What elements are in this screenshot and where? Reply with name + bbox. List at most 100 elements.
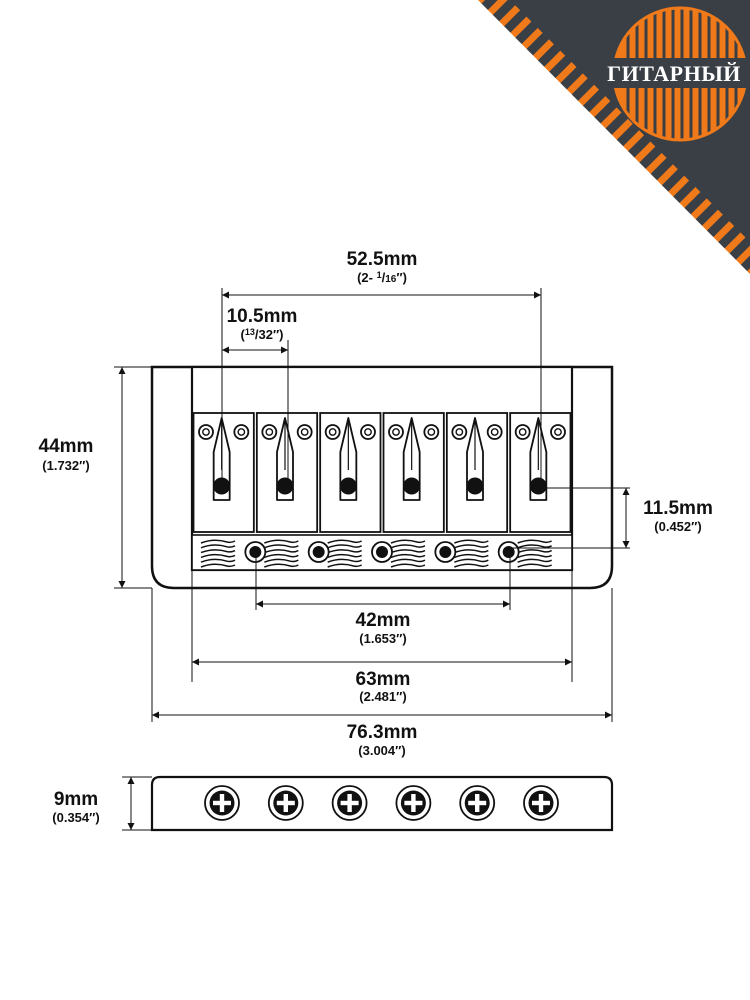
spring-coil [327, 549, 363, 554]
height-screw-core [518, 428, 527, 436]
dimension-lines [114, 288, 630, 831]
spring-coil [454, 558, 489, 563]
dim-side-height-sub: (0.354″) [52, 810, 99, 825]
mounting-holes [244, 541, 520, 563]
spring-coil [264, 549, 299, 554]
spring-coil [454, 563, 489, 568]
spring [454, 539, 489, 568]
height-screw-core [364, 428, 372, 436]
spring-coil [517, 549, 553, 554]
spring-coil [390, 544, 426, 549]
brand-name: ГИТАРНЫЙ [607, 61, 741, 86]
height-screw-core [202, 428, 210, 436]
dim-saddle-pitch-sub: (13/32″) [240, 327, 283, 342]
phillips-screw [459, 785, 496, 821]
saddle-group [192, 412, 572, 533]
phillips-screw [267, 785, 304, 821]
spring [390, 539, 426, 568]
saddle [382, 412, 445, 533]
dim-saddle-span-label: 52.5mm [347, 249, 418, 270]
intonation-springs [200, 539, 553, 568]
saddle-screws [204, 785, 559, 821]
spring-coil [264, 563, 299, 568]
spring-coil [454, 553, 489, 559]
screw-cross-h [213, 800, 231, 806]
string-ball [403, 477, 421, 495]
dim-saddle-pitch-label: 10.5mm [227, 306, 298, 327]
spring-coil [454, 549, 489, 554]
bridge-side-view [150, 775, 614, 832]
string-ball [466, 477, 484, 495]
mount-hole-center [312, 546, 325, 558]
bridge-top-view [150, 365, 614, 590]
dim-height-sub: (1.732″) [42, 458, 89, 473]
spring-coil [200, 563, 236, 568]
spring [264, 539, 299, 568]
screw-cross-h [340, 800, 359, 806]
height-screw-core [328, 428, 337, 436]
height-screw-core [554, 428, 562, 436]
saddle [255, 412, 319, 533]
saddle [445, 412, 509, 533]
spring-coil [454, 539, 489, 544]
mount-hole-center [502, 546, 515, 558]
spring-coil [200, 539, 236, 544]
side-plate [150, 775, 614, 832]
dim-saddle-span-sub: (2- 1/16″) [357, 270, 407, 285]
dim-total-width-label: 76.3mm [347, 722, 418, 743]
string-ball [276, 477, 294, 495]
spring-coil [264, 539, 299, 544]
spring-coil [327, 563, 363, 568]
spring-coil [390, 563, 426, 568]
dim-side-height-label: 9mm [54, 789, 98, 810]
spring [327, 539, 363, 568]
logo-label-bar [597, 58, 750, 88]
spring-coil [390, 549, 426, 554]
saddle [192, 412, 255, 533]
dim-saddle-offset-sub: (0.452″) [654, 519, 701, 534]
saddle [509, 412, 572, 533]
spring-coil [390, 553, 426, 559]
screw-cross-h [404, 800, 423, 806]
spring-coil [200, 558, 236, 563]
dim-mount-span-label: 42mm [356, 610, 411, 631]
dim-height-label: 44mm [39, 436, 94, 457]
spring-coil [454, 544, 489, 549]
spring-coil [517, 544, 553, 549]
dim-mount-span-sub: (1.653″) [359, 631, 406, 646]
spring-coil [200, 544, 236, 549]
height-screw-core [427, 428, 436, 436]
height-screw-core [455, 428, 464, 436]
spring-coil [327, 558, 363, 563]
phillips-screw [523, 785, 559, 821]
screw-cross-h [468, 800, 487, 806]
spring-coil [327, 539, 363, 544]
height-screw-core [490, 428, 499, 436]
mount-hole-center [376, 546, 388, 558]
dim-saddle-offset-label: 11.5mm [643, 498, 713, 519]
spring-coil [264, 544, 299, 549]
spring-coil [200, 553, 236, 559]
spring-coil [264, 558, 299, 563]
phillips-screw [331, 785, 368, 821]
mount-hole-center [439, 546, 452, 558]
spring-coil [200, 549, 236, 554]
dim-total-width-sub: (3.004″) [358, 743, 405, 758]
height-screw-core [392, 428, 400, 436]
screw-cross-h [276, 800, 295, 806]
brand-logo-corner: ГИТАРНЫЙ [478, 0, 750, 274]
height-screw-core [265, 428, 274, 436]
dimension-labels: 52.5mm (2- 1/16″) 10.5mm (13/32″) 44mm (… [39, 249, 713, 825]
phillips-screw [204, 785, 240, 821]
height-screw-core [237, 428, 246, 436]
saddle [319, 412, 382, 533]
screw-cross-h [532, 800, 550, 806]
spring-coil [517, 563, 553, 568]
spring [517, 539, 553, 568]
spring-coil [517, 558, 553, 563]
string-ball [339, 477, 357, 495]
mount-hole-center [249, 546, 262, 558]
phillips-screw [395, 785, 432, 821]
string-ball [529, 477, 547, 495]
